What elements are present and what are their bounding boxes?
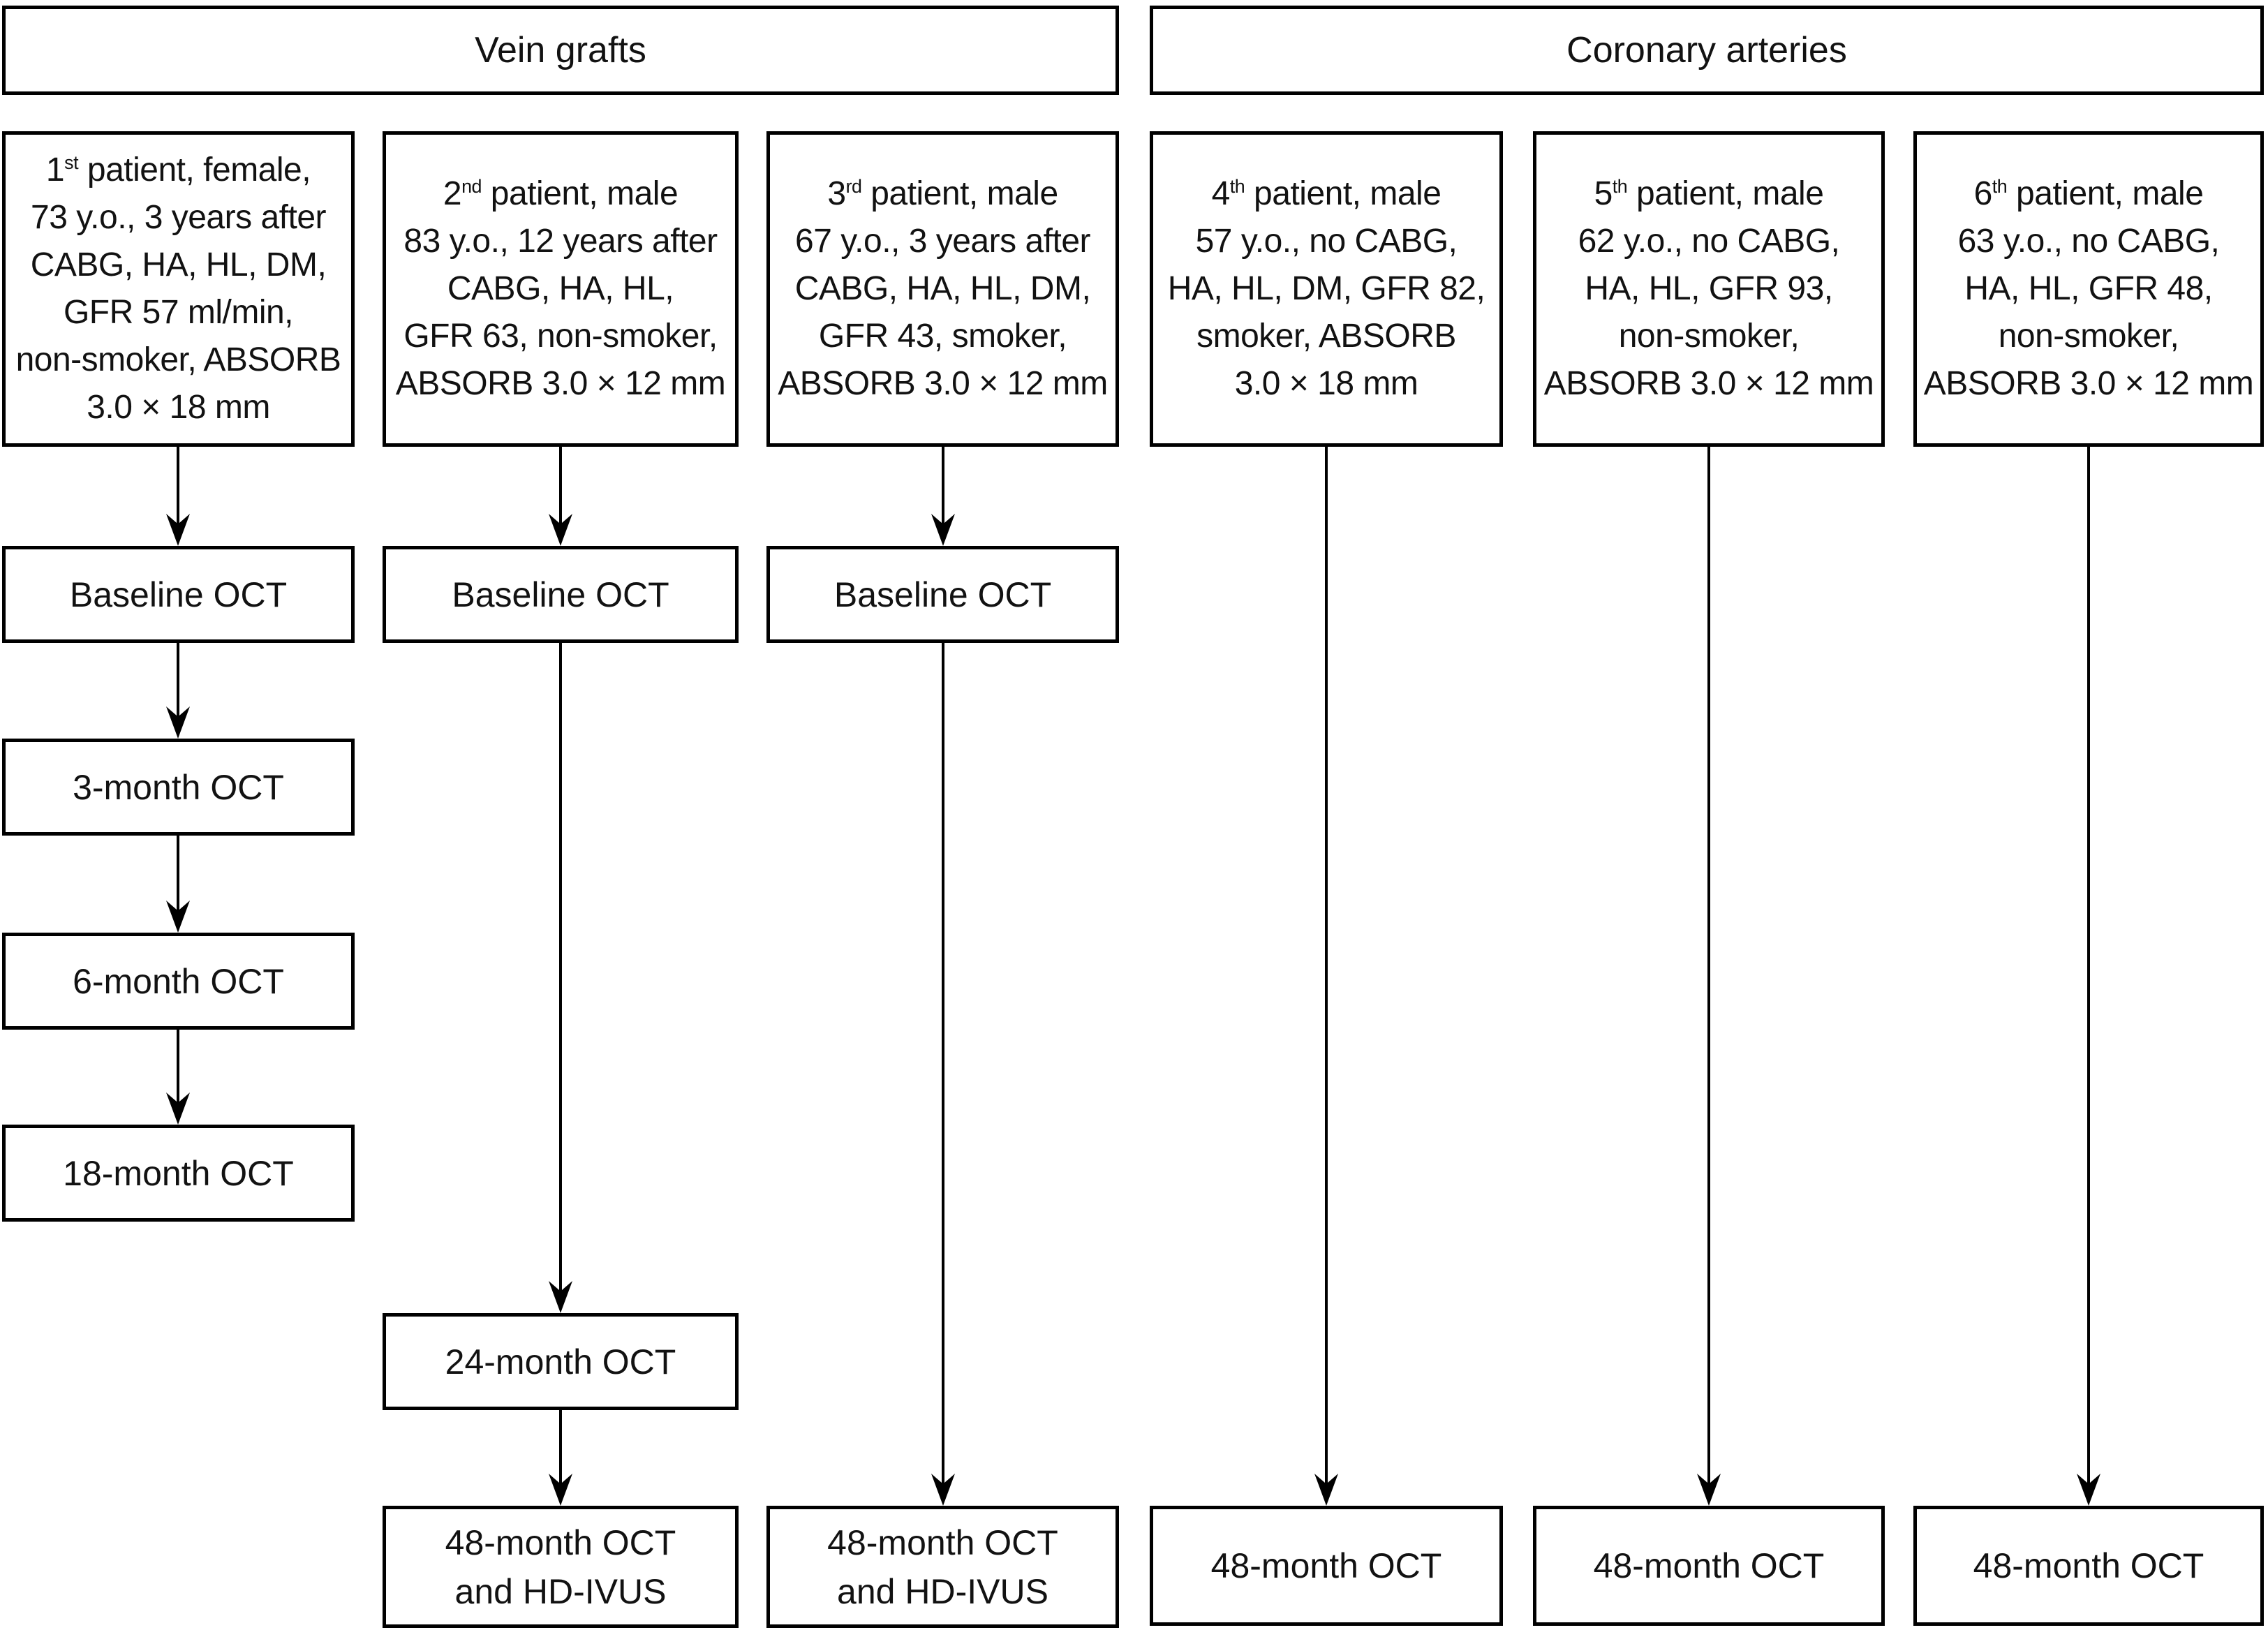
patient-number: 2 (443, 175, 462, 212)
patient-detail-line: CABG, HA, HL, (447, 270, 674, 307)
arrow-3month-to-6month (166, 836, 190, 933)
month48-oct-box-col5: 48-month OCT (1533, 1506, 1885, 1626)
month48-oct-box-col6: 48-month OCT (1913, 1506, 2264, 1626)
month48-oct-ivus-box-col3: 48-month OCT and HD-IVUS (766, 1506, 1119, 1628)
month18-oct-box: 18-month OCT (2, 1125, 355, 1222)
patient-number: 3 (827, 175, 846, 212)
month48-oct-ivus-box-col2: 48-month OCT and HD-IVUS (383, 1506, 739, 1628)
month24-oct-box: 24-month OCT (383, 1313, 739, 1410)
arrow-baseline-to-48month-col3 (931, 643, 955, 1506)
patient-5-box: 5th patient, male 62 y.o., no CABG, HA, … (1533, 131, 1885, 447)
group-header-coronary-arteries: Coronary arteries (1150, 6, 2264, 95)
patient-ordinal-line: 4th patient, male (1212, 170, 1441, 218)
group-header-label: Coronary arteries (1566, 30, 1847, 71)
arrow-patient1-to-baseline (166, 447, 190, 546)
month48-oct-box-col4: 48-month OCT (1150, 1506, 1503, 1626)
group-header-label: Vein grafts (475, 30, 646, 71)
patient-ordinal-suffix: nd (461, 176, 482, 197)
oct-label: 48-month OCT (1210, 1546, 1442, 1585)
patient-detail-line: ABSORB 3.0 × 12 mm (1543, 365, 1874, 402)
patient-detail-line: non-smoker, (1618, 318, 1800, 355)
patient-3-box: 3rd patient, male 67 y.o., 3 years after… (766, 131, 1119, 447)
patient-4-box: 4th patient, male 57 y.o., no CABG, HA, … (1150, 131, 1503, 447)
month6-oct-box: 6-month OCT (2, 933, 355, 1030)
patient-detail-line: ABSORB 3.0 × 12 mm (778, 365, 1108, 402)
patient-detail-line: 83 y.o., 12 years after (403, 223, 718, 260)
patient-detail-line: ABSORB 3.0 × 12 mm (395, 365, 726, 402)
patient-first-line-rest: patient, male (2007, 175, 2204, 212)
patient-ordinal-line: 6th patient, male (1974, 170, 2204, 218)
arrow-patient6-to-48month (2077, 447, 2100, 1506)
patient-1-box: 1st patient, female, 73 y.o., 3 years af… (2, 131, 355, 447)
oct-label: 48-month OCT (1593, 1546, 1825, 1585)
baseline-oct-box-col1: Baseline OCT (2, 546, 355, 643)
arrow-6month-to-18month (166, 1030, 190, 1125)
patient-detail-line: HA, HL, GFR 48, (1964, 270, 2213, 307)
patient-ordinal-suffix: th (1229, 176, 1245, 197)
patient-ordinal-suffix: rd (845, 176, 862, 197)
patient-2-box: 2nd patient, male 83 y.o., 12 years afte… (383, 131, 739, 447)
patient-detail-line: 3.0 × 18 mm (87, 389, 270, 426)
oct-label: Baseline OCT (452, 575, 669, 614)
oct-label: 48-month OCT (1973, 1546, 2204, 1585)
patient-detail-line: CABG, HA, HL, DM, (30, 246, 327, 283)
patient-detail-line: non-smoker, ABSORB (15, 341, 341, 378)
patient-detail-line: GFR 43, smoker, (818, 318, 1067, 355)
patient-detail-line: CABG, HA, HL, DM, (794, 270, 1091, 307)
patient-detail-line: GFR 63, non-smoker, (403, 318, 718, 355)
patient-number: 1 (45, 151, 65, 188)
arrow-24month-to-48month (549, 1410, 572, 1506)
patient-first-line-rest: patient, female, (78, 151, 311, 188)
patient-detail-line: GFR 57 ml/min, (63, 294, 294, 331)
oct-label-line2: and HD-IVUS (454, 1571, 667, 1611)
patient-first-line-rest: patient, male (481, 175, 679, 212)
patient-ordinal-line: 3rd patient, male (827, 170, 1058, 218)
patient-first-line-rest: patient, male (861, 175, 1058, 212)
patient-detail-line: HA, HL, DM, GFR 82, (1167, 270, 1485, 307)
oct-label: Baseline OCT (833, 575, 1052, 614)
patient-detail-line: smoker, ABSORB (1196, 318, 1456, 355)
group-header-vein-grafts: Vein grafts (2, 6, 1119, 95)
oct-label-line2: and HD-IVUS (837, 1571, 1048, 1611)
oct-label: 6-month OCT (73, 961, 284, 1001)
patient-detail-line: 3.0 × 18 mm (1234, 365, 1418, 402)
patient-ordinal-line: 5th patient, male (1594, 170, 1824, 218)
month3-oct-box: 3-month OCT (2, 739, 355, 836)
baseline-oct-box-col3: Baseline OCT (766, 546, 1119, 643)
patient-first-line-rest: patient, male (1245, 175, 1441, 212)
patient-number: 4 (1211, 175, 1231, 212)
patient-detail-line: HA, HL, GFR 93, (1585, 270, 1833, 307)
oct-label: 18-month OCT (63, 1153, 294, 1193)
arrow-patient4-to-48month (1314, 447, 1338, 1506)
patient-detail-line: 67 y.o., 3 years after (795, 223, 1091, 260)
patient-ordinal-suffix: st (64, 152, 79, 173)
patient-ordinal-line: 2nd patient, male (443, 170, 679, 218)
baseline-oct-box-col2: Baseline OCT (383, 546, 739, 643)
patient-detail-line: 63 y.o., no CABG, (1957, 223, 2220, 260)
patient-detail-line: 62 y.o., no CABG, (1578, 223, 1840, 260)
arrow-patient5-to-48month (1697, 447, 1721, 1506)
arrow-baseline-to-3month (166, 643, 190, 739)
patient-detail-line: 73 y.o., 3 years after (31, 199, 327, 236)
patient-first-line-rest: patient, male (1627, 175, 1824, 212)
patient-ordinal-suffix: th (1612, 176, 1628, 197)
patient-6-box: 6th patient, male 63 y.o., no CABG, HA, … (1913, 131, 2264, 447)
oct-label: 24-month OCT (445, 1342, 676, 1381)
patient-number: 6 (1973, 175, 1993, 212)
patient-ordinal-line: 1st patient, female, (46, 147, 311, 194)
patient-ordinal-suffix: th (1992, 176, 2008, 197)
patient-detail-line: 57 y.o., no CABG, (1195, 223, 1458, 260)
patient-detail-line: non-smoker, (1998, 318, 2179, 355)
oct-label-line1: 48-month OCT (445, 1522, 676, 1562)
arrow-baseline-to-24month (549, 643, 572, 1313)
oct-label: 3-month OCT (73, 767, 284, 807)
patient-number: 5 (1594, 175, 1613, 212)
arrow-patient2-to-baseline (549, 447, 572, 546)
oct-label-line1: 48-month OCT (827, 1522, 1058, 1562)
oct-label: Baseline OCT (69, 575, 288, 614)
arrow-patient3-to-baseline (931, 447, 955, 546)
patient-detail-line: ABSORB 3.0 × 12 mm (1923, 365, 2254, 402)
